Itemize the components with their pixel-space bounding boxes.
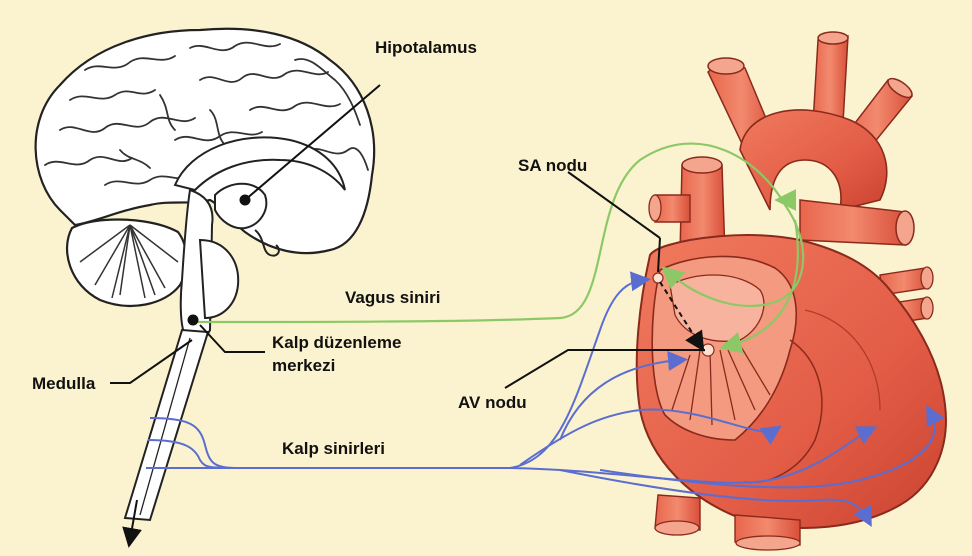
leader-sa-node [568,172,660,238]
label-av-node: AV nodu [458,392,527,413]
hypothalamus-dot [240,195,251,206]
label-cardiac-center-line2: merkezi [272,355,335,376]
cerebellum [67,220,187,306]
label-hypothalamus: Hipotalamus [375,37,477,58]
label-vagus-nerve: Vagus siniri [345,287,440,308]
pulmonary-artery [800,200,905,245]
thalamus [215,184,266,229]
label-medulla: Medulla [32,373,95,394]
brain [36,29,375,540]
label-cardiac-nerves: Kalp sinirleri [282,438,385,459]
cardiac-center-dot [188,315,199,326]
pons [200,240,238,318]
label-cardiac-center-line1: Kalp düzenleme [272,332,401,353]
sa-node-marker [653,273,663,283]
label-sa-node: SA nodu [518,155,587,176]
